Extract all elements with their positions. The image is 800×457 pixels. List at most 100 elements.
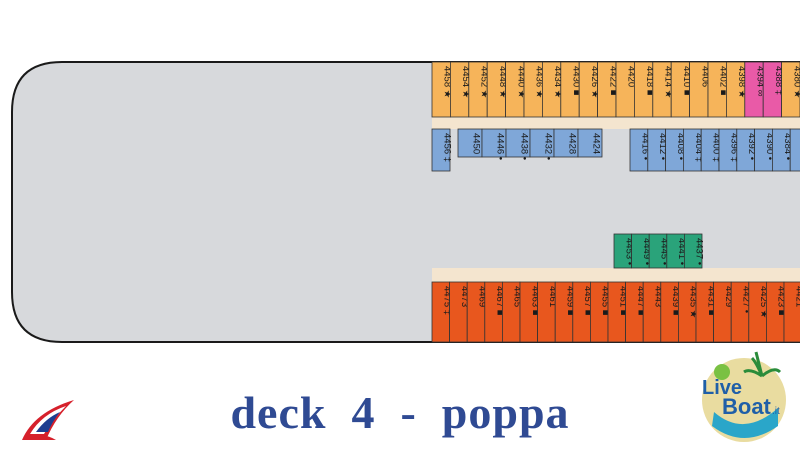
carnival-funnel-logo [22,400,74,440]
cabin-number: 4449 • [641,238,652,265]
cabin-number: 4384 • [782,133,793,160]
cabin-4410: 4410 ■ [670,61,692,118]
cabin-number: 4430 ■ [571,66,582,96]
cabin-number: 4432 • [543,133,554,160]
deck-plan: 4458 ★ 4454 ★ 4452 ★ 4448 ★ 4440 ★ 4436 ★ 4434… [11,61,800,343]
cabin-number: 4420 [626,66,637,87]
cabin-number: 4396 ‡ [728,133,739,162]
cabin-number: 4398 ★ [736,66,747,99]
cabin-number: 4388 ‡ [773,66,784,95]
cabin-4421: 4421 [783,281,800,343]
cabin-number: 4463 ■ [529,286,540,316]
cabin-box [553,128,579,158]
cabin-number: 4465 [512,286,523,307]
cabin-4437: 4437 • [684,233,705,269]
cabin-number: 4457 ■ [582,286,593,316]
cabin-4408: 4408 • [665,128,686,172]
cabin-4384: 4384 • [772,128,793,172]
cabin-4422: 4422 ■ [597,61,618,118]
cabin-number: 4400 ‡ [711,133,722,162]
cabin-number: 4456 ‡ [442,133,453,162]
cabin-4450: 4450 [457,128,483,158]
cabin-4402: 4402 ■ [707,61,729,118]
cabin-4414: 4414 ★ [652,61,674,118]
cabin-number: 4458 ★ [442,66,453,99]
cabin-number: 4435 ★ [688,286,699,319]
cabin-number: 4380 ★ [791,66,800,99]
cabin-number: 4453 • [623,238,634,265]
cabin-number: 4431 ■ [705,286,716,316]
cabin-number: 4414 ★ [663,66,674,99]
cabin-number: 4392 • [746,133,757,160]
liveboat-text-live: Live [702,377,742,399]
deck-caption: deck 4 - poppa [230,387,570,438]
cabin-number: 4461 [547,286,558,307]
cabin-4396: 4396 ‡ [718,128,739,172]
cabin-4428: 4428 [553,128,579,158]
cabin-number: 4437 • [694,238,705,265]
cabin-number: 4455 ■ [600,286,611,316]
cabin-number: 4452 ★ [479,66,490,99]
cabin-4457: 4457 ■ [572,281,593,343]
cabin-4392: 4392 • [736,128,757,172]
cabin-number: 4469 [477,286,488,307]
cabin-4398: 4398 ★ [726,61,747,118]
cabin-number: 4454 ★ [460,66,471,99]
cabin-number: 4429 [723,286,734,307]
liveboat-text-it: .it [772,406,780,417]
cabin-box [431,128,451,172]
cabin-number: 4421 [793,286,800,307]
cabin-4473: 4473 [449,281,470,343]
cabin-number: 4439 ■ [670,286,681,316]
cabin-4455: 4455 ■ [590,281,611,343]
cabin-number: 4450 [471,133,482,154]
cabin-4434: 4434 ★ [542,61,563,118]
cabin-number: 4416 • [639,133,650,160]
cabin-number: 4440 ★ [515,66,526,99]
cabin-number: 4448 ★ [497,66,508,99]
cabin-4448: 4448 ★ [486,61,508,118]
cabin-4388: 4388 ‡ [762,61,784,118]
cabin-number: 4434 ★ [552,66,563,99]
cabin-number: 4443 [653,286,664,307]
cabin-4416: 4416 • [629,128,650,172]
cabin-number: 4408 • [675,133,686,160]
cabin-4426: 4426 ★ [578,61,600,118]
cabin-number: 4445 • [659,238,670,265]
cabin-4446: 4446 • [481,128,507,160]
cabin-number: 4424 [591,133,602,154]
cabin-box [783,281,800,343]
cabin-number: 4459 ■ [565,286,576,316]
corridor-lower [432,268,800,282]
cabin-4463: 4463 ■ [519,281,540,343]
liveboat-logo: Live Boat .it [702,351,786,442]
cabin-number: 4402 ■ [718,66,729,96]
cabin-number: 4428 [567,133,578,154]
corridor-upper [432,117,800,129]
cabin-number: 4436 ★ [534,66,545,99]
cabin-4447: 4447 ■ [625,281,646,343]
cabin-4382: 4382 ‡ [789,128,800,172]
cabin-number: 4390 • [764,133,775,160]
cabin-number: 4467 ■ [494,286,505,316]
cabin-4440: 4440 ★ [505,61,526,118]
cabin-number: 4423 ■ [776,286,787,316]
cabin-number: 4412 • [657,133,668,160]
cabin-number: 4438 • [519,133,530,160]
cabin-number: 4451 ■ [617,286,628,316]
cabin-number: 4422 ■ [607,66,618,96]
cabin-4436: 4436 ★ [523,61,545,118]
cabin-number: 4426 ★ [589,66,600,99]
cabin-number: 4441 • [676,238,687,265]
cabin-4469: 4469 [466,281,488,343]
cabin-number: 4406 [699,66,710,87]
cabin-4390: 4390 • [754,128,775,172]
cabin-4412: 4412 • [647,128,668,172]
cabin-4438: 4438 • [505,128,531,160]
cabin-number: 4418 ■ [644,66,655,96]
cabin-4452: 4452 ★ [468,61,490,118]
cabin-4404: 4404 ‡ [683,128,704,172]
cabin-4380: 4380 ★ [781,61,800,118]
cabin-box [529,128,555,158]
cabin-number: 4427 • [741,286,752,313]
